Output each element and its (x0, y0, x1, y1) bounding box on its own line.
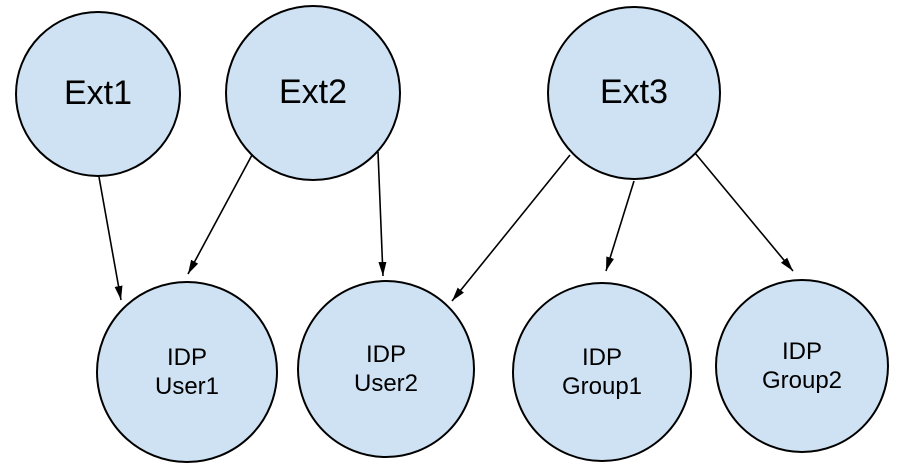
node-label-line: User2 (353, 370, 419, 397)
edge-ext1-to-idp-user1 (98, 176, 123, 301)
edge-ext2-to-idp-user2 (377, 151, 387, 277)
edge-ext3-to-idp-group2 (694, 152, 794, 272)
node-ext2: Ext2 (225, 5, 401, 181)
edge-ext3-to-idp-user2 (451, 154, 571, 302)
node-ext3: Ext3 (547, 6, 721, 180)
node-label-line: Group2 (761, 367, 843, 394)
node-label-line: IDP (581, 343, 622, 371)
node-label-line: Group1 (561, 373, 643, 400)
edge-ext2-to-idp-user1 (187, 154, 253, 275)
node-label-line: User1 (154, 373, 220, 400)
edge-ext3-to-idp-group1 (605, 180, 635, 272)
node-label-line: Ext3 (599, 73, 669, 112)
node-label-line: Ext2 (278, 73, 348, 112)
node-label-line: IDP (365, 340, 406, 368)
node-label-line: IDP (781, 337, 822, 365)
node-label-line: IDP (166, 343, 207, 371)
node-ext1: Ext1 (15, 11, 181, 177)
node-label-line: Ext1 (63, 74, 133, 113)
